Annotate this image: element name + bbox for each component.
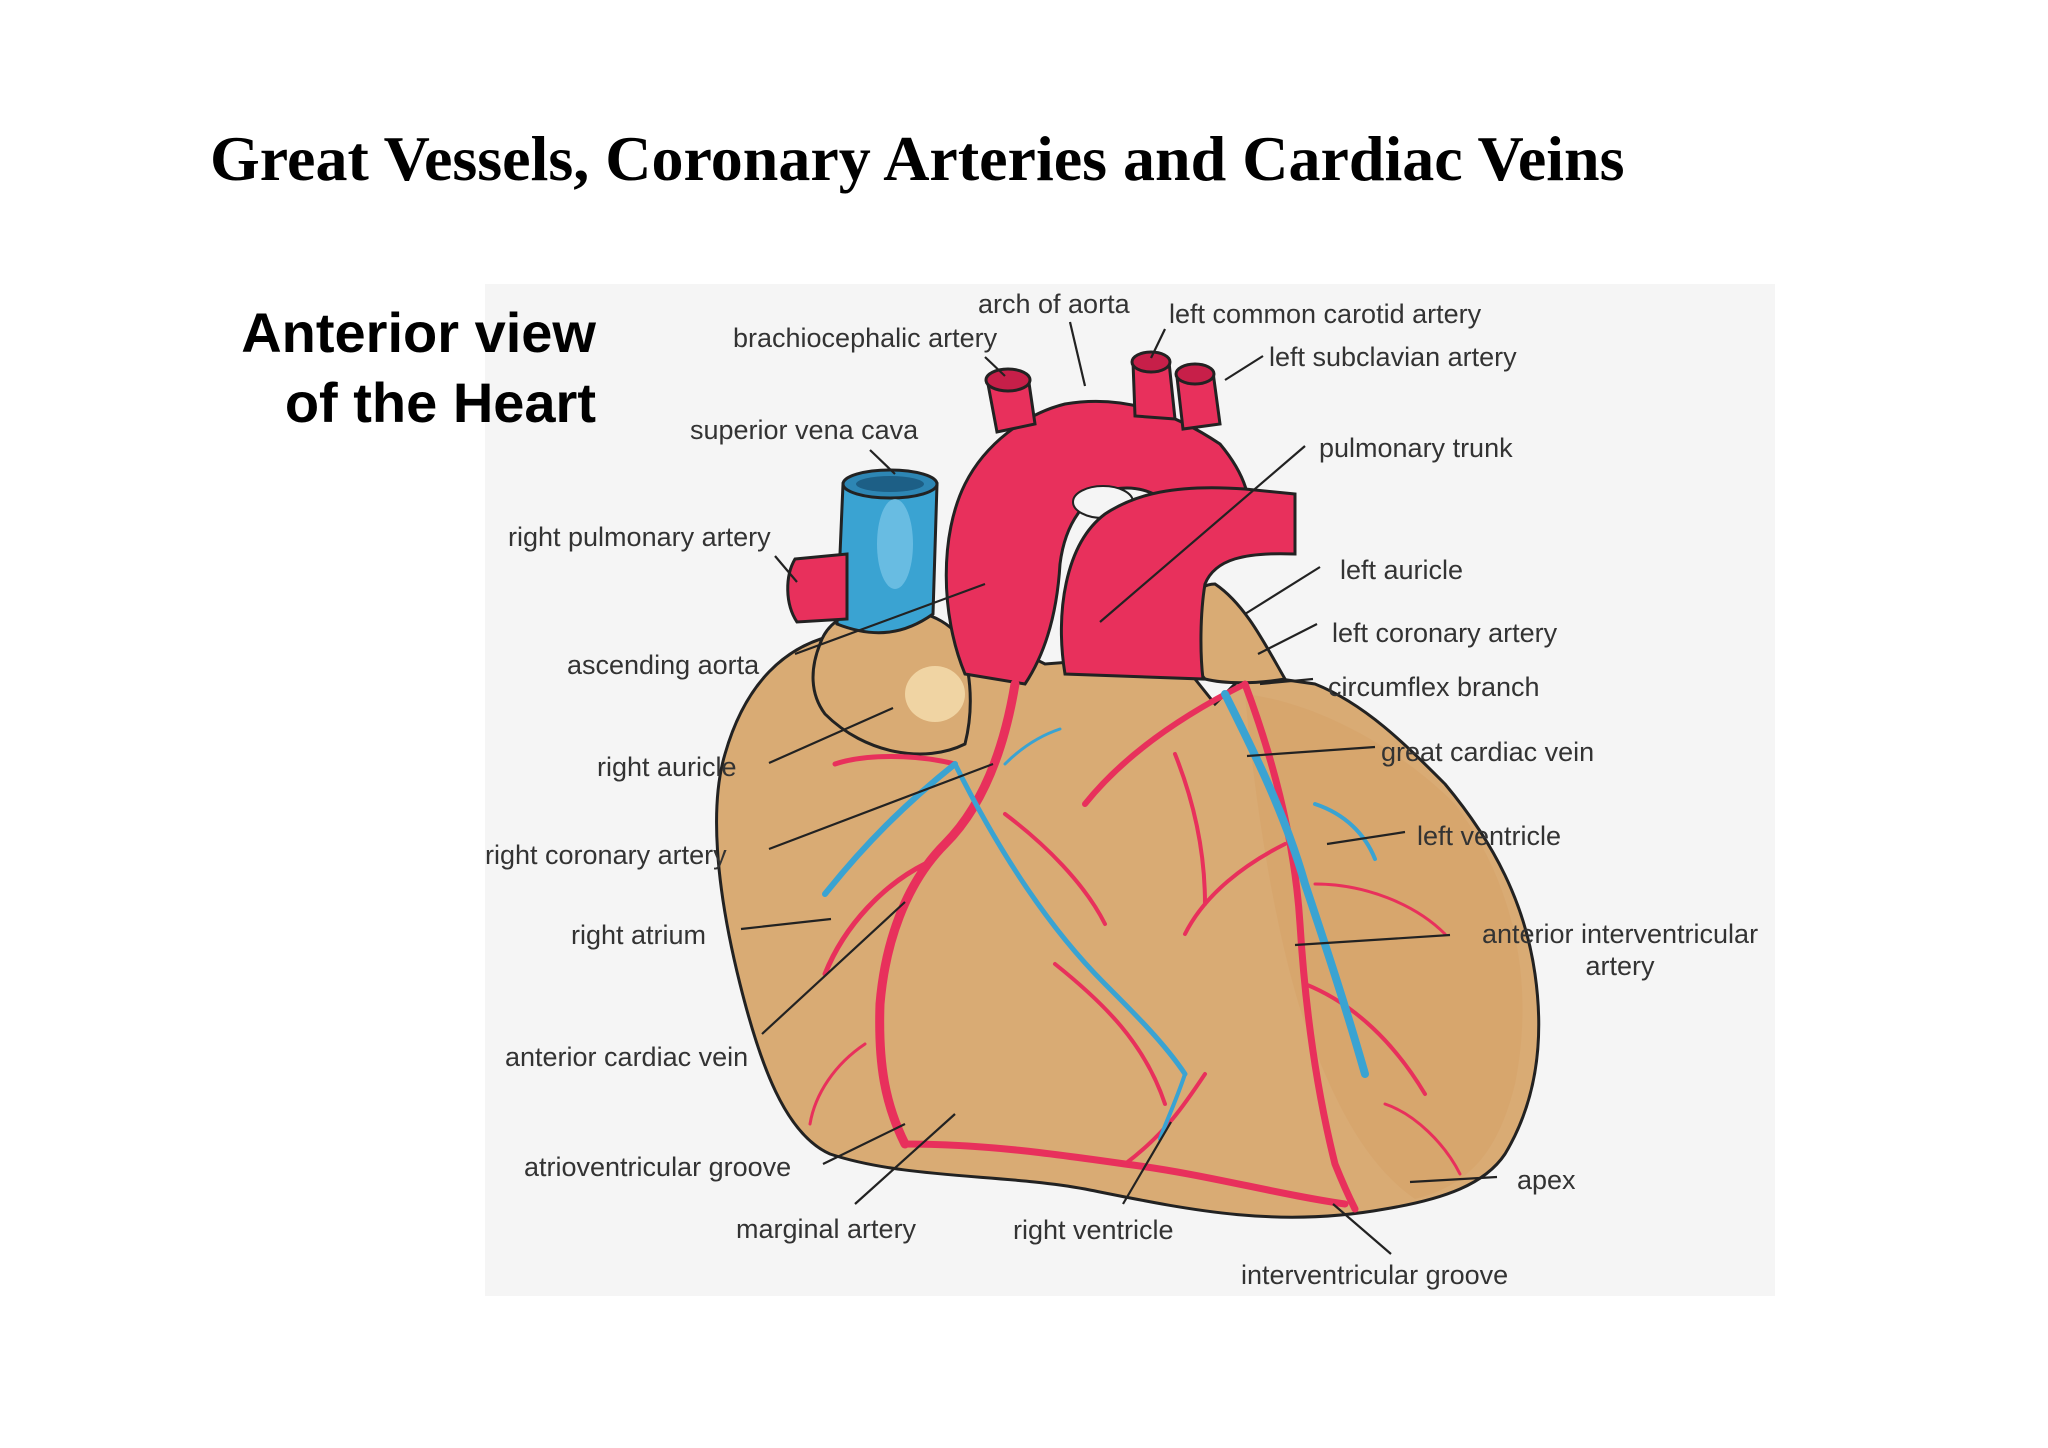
subtitle-line-2: of the Heart [284,371,596,434]
heart-illustration [715,350,1541,1219]
label-pulmonary-trunk: pulmonary trunk [1319,433,1513,463]
subtitle-line-1: Anterior view [241,301,596,364]
carotid-opening [1130,350,1172,374]
label-right-coronary-artery: right coronary artery [485,840,727,870]
label-circumflex-branch: circumflex branch [1328,672,1540,702]
label-right-pulmonary-artery: right pulmonary artery [508,522,771,552]
right-pulmonary-artery-shape [786,552,849,624]
label-left-ventricle: left ventricle [1417,821,1562,851]
label-left-coronary-artery: left coronary artery [1332,618,1558,648]
svc-highlight [877,499,913,589]
subtitle: Anterior view of the Heart [241,298,596,438]
brachiocephalic-opening [984,367,1032,393]
label-anterior-cardiac-vein: anterior cardiac vein [505,1042,749,1072]
slide-title: Great Vessels, Coronary Arteries and Car… [210,123,1625,194]
label-ascending-aorta: ascending aorta [567,650,760,680]
label-brachiocephalic-artery: brachiocephalic artery [733,323,998,353]
label-superior-vena-cava: superior vena cava [690,415,919,445]
label-apex: apex [1517,1165,1576,1195]
label-great-cardiac-vein: great cardiac vein [1381,737,1595,767]
label-left-subclavian-artery: left subclavian artery [1269,342,1517,372]
heart-diagram: arch of aorta brachiocephalic artery lef… [485,284,1775,1296]
label-right-ventricle: right ventricle [1013,1215,1174,1245]
label-right-atrium: right atrium [571,920,707,950]
left-ventricle-region [1245,694,1523,1199]
label-left-common-carotid-artery: left common carotid artery [1169,299,1482,329]
label-anterior-interventricular-line-1: anterior interventricular [1481,919,1759,949]
label-arch-of-aorta: arch of aorta [978,289,1130,319]
right-auricle-highlight [905,666,965,722]
label-atrioventricular-groove: atrioventricular groove [524,1152,792,1182]
label-anterior-interventricular-line-2: artery [1585,951,1655,981]
label-anterior-interventricular-artery: anterior interventricular artery [1465,918,1775,982]
label-interventricular-groove: interventricular groove [1241,1260,1509,1290]
subclavian-opening [1174,362,1216,386]
label-right-auricle: right auricle [597,752,737,782]
label-left-auricle: left auricle [1340,555,1464,585]
svc-opening-inner [856,476,924,492]
label-marginal-artery: marginal artery [736,1214,917,1244]
